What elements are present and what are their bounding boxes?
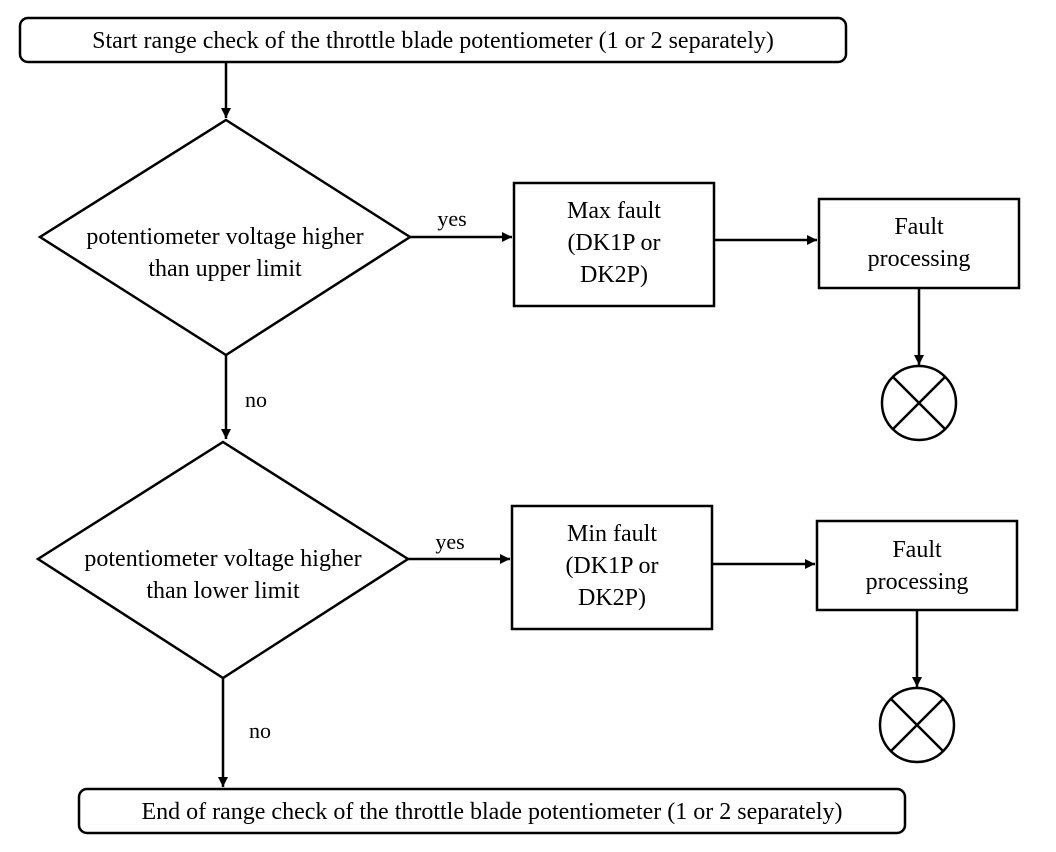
fault-processing-2-line2: processing xyxy=(866,569,969,595)
end-node: End of range check of the throttle blade… xyxy=(77,787,907,835)
edge-label-no-lower: no xyxy=(249,718,271,743)
end-label: End of range check of the throttle blade… xyxy=(141,799,842,825)
decision-upper-line1: potentiometer voltage higher xyxy=(86,224,363,250)
start-node: Start range check of the throttle blade … xyxy=(18,16,848,64)
min-fault-node: Min fault (DK1P or DK2P) xyxy=(510,504,714,631)
decision-upper-limit: potentiometer voltage higher than upper … xyxy=(37,118,413,357)
fault-processing-1-line2: processing xyxy=(868,246,971,272)
min-fault-line1: Min fault xyxy=(567,521,657,547)
fault-processing-1-line1: Fault xyxy=(894,214,944,240)
start-label: Start range check of the throttle blade … xyxy=(92,28,774,54)
decision-lower-limit: potentiometer voltage higher than lower … xyxy=(35,440,411,680)
fault-processing-2-line1: Fault xyxy=(892,537,942,563)
max-fault-line1: Max fault xyxy=(567,198,661,224)
stop-symbol-1 xyxy=(880,364,958,442)
fault-processing-node-1: Fault processing xyxy=(817,197,1021,290)
min-fault-line2: (DK1P or xyxy=(565,553,658,579)
edge-label-yes-upper: yes xyxy=(437,206,466,231)
min-fault-line3: DK2P) xyxy=(578,585,646,611)
decision-upper-line2: than upper limit xyxy=(148,256,302,282)
max-fault-line2: (DK1P or xyxy=(567,230,660,256)
edge-label-yes-lower: yes xyxy=(435,529,464,554)
decision-lower-line2: than lower limit xyxy=(146,578,300,604)
decision-lower-line1: potentiometer voltage higher xyxy=(84,546,361,572)
max-fault-node: Max fault (DK1P or DK2P) xyxy=(512,181,716,308)
max-fault-line3: DK2P) xyxy=(580,262,648,288)
edge-label-no-upper: no xyxy=(245,387,267,412)
stop-symbol-2 xyxy=(878,686,956,764)
fault-processing-node-2: Fault processing xyxy=(815,519,1019,612)
